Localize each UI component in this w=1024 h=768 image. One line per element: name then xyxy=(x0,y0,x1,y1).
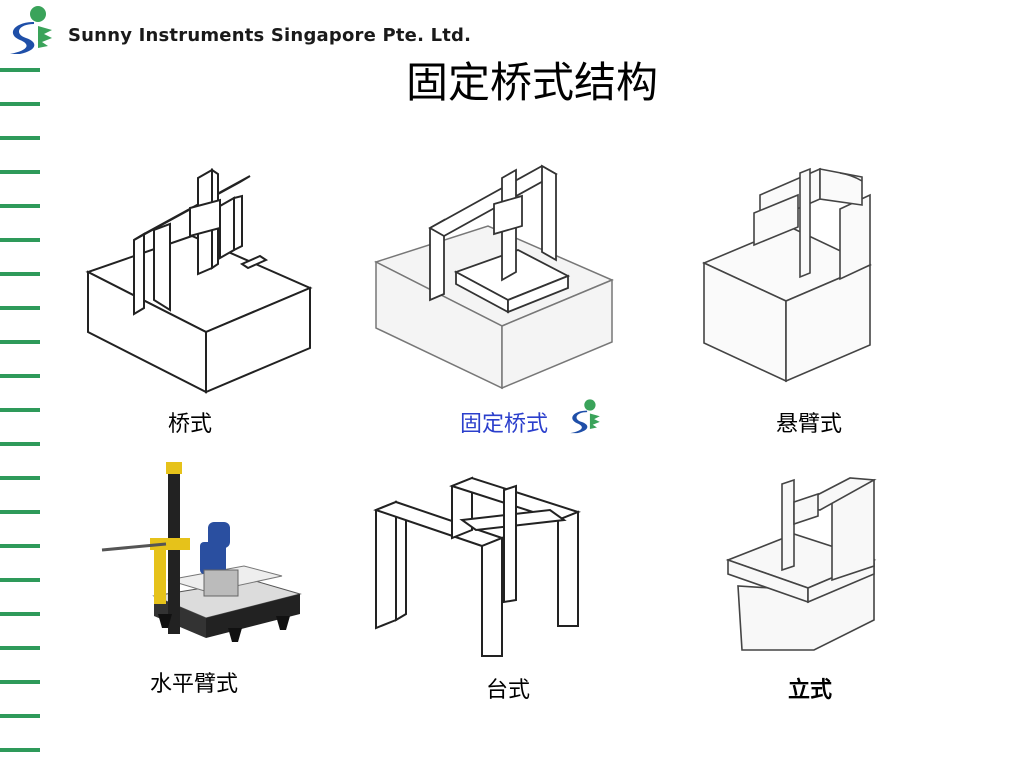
vertical-cmm-drawing xyxy=(725,477,877,651)
figure-horizontal-arm xyxy=(96,458,306,654)
horizontal-arm-cmm-photo xyxy=(101,462,302,642)
stripe-dash xyxy=(0,102,40,106)
left-decorative-stripe xyxy=(0,68,40,752)
figure-vertical xyxy=(722,460,880,655)
stripe-dash xyxy=(0,272,40,276)
stripe-dash xyxy=(0,340,40,344)
cantilever-cmm-drawing xyxy=(702,167,872,383)
bridge-cmm-drawing xyxy=(85,168,313,394)
stripe-dash xyxy=(0,476,40,480)
stripe-dash xyxy=(0,204,40,208)
company-name: Sunny Instruments Singapore Pte. Ltd. xyxy=(68,25,472,46)
gantry-cmm-drawing xyxy=(373,476,581,657)
stripe-dash xyxy=(0,442,40,446)
caption-fixed-bridge: 固定桥式 xyxy=(460,412,549,437)
caption-cantilever: 悬臂式 xyxy=(776,412,843,437)
fixed-bridge-cmm-drawing xyxy=(374,164,614,390)
sunny-logo-small-icon xyxy=(570,399,600,434)
stripe-dash xyxy=(0,544,40,548)
stripe-dash xyxy=(0,306,40,310)
caption-gantry: 台式 xyxy=(486,678,531,703)
caption-horizontal-arm: 水平臂式 xyxy=(150,672,239,697)
stripe-dash xyxy=(0,510,40,514)
stripe-dash xyxy=(0,714,40,718)
slide-title: 固定桥式结构 xyxy=(405,58,658,107)
stripe-dash xyxy=(0,238,40,242)
figure-gantry xyxy=(372,470,582,660)
stripe-dash xyxy=(0,136,40,140)
stripe-dash xyxy=(0,748,40,752)
stripe-dash xyxy=(0,68,40,72)
stripe-dash xyxy=(0,680,40,684)
caption-vertical: 立式 xyxy=(788,678,833,703)
stripe-dash xyxy=(0,170,40,174)
stripe-dash xyxy=(0,646,40,650)
figure-bridge xyxy=(80,160,320,395)
sunny-logo-icon xyxy=(10,6,52,54)
stripe-dash xyxy=(0,578,40,582)
figure-cantilever xyxy=(700,165,875,385)
figure-fixed-bridge xyxy=(372,160,617,395)
stripe-dash xyxy=(0,374,40,378)
stripe-dash xyxy=(0,612,40,616)
caption-bridge: 桥式 xyxy=(168,412,213,437)
stripe-dash xyxy=(0,408,40,412)
